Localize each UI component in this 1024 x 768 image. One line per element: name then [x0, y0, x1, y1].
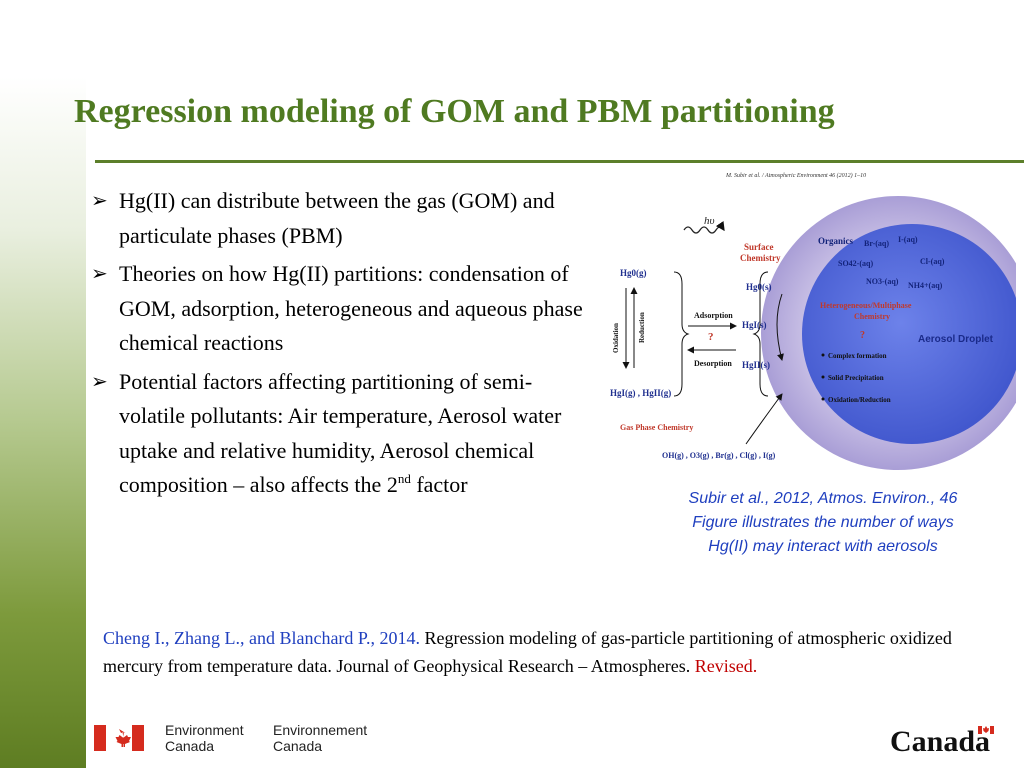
surface-chemistry-label-1: Surface: [744, 242, 774, 252]
chloride-label: Cl-(aq): [920, 257, 945, 266]
bullet-superscript: nd: [397, 471, 411, 486]
hgI-surface-label: HgI(s): [742, 320, 767, 330]
hg0-gas-label: Hg0(g): [620, 268, 647, 278]
reference-authors: Cheng I., Zhang L., and Blanchard P., 20…: [103, 628, 420, 648]
hetero-chem-label-1: Heterogeneous/Multiphase: [820, 301, 912, 310]
department-name-french: Environnement Canada: [273, 722, 367, 754]
hetero-chem-label-2: Chemistry: [854, 312, 890, 321]
oxidants-label: OH(g) , O3(g) , Br(g) , Cl(g) , I(g): [662, 451, 776, 460]
bullet-text: Potential factors affecting partitioning…: [119, 368, 562, 498]
surface-chemistry-label-2: Chemistry: [740, 253, 781, 263]
caption-line: Figure illustrates the number of ways: [692, 514, 954, 531]
iodide-label: I-(aq): [898, 235, 918, 244]
wordmark-flag-bar: [990, 726, 994, 734]
title-divider: [95, 160, 1024, 163]
bullet-item: ➢ Hg(II) can distribute between the gas …: [88, 184, 598, 253]
process-complex-formation: Complex formation: [828, 352, 887, 360]
aerosol-figure: M. Subir et al. / Atmospheric Environmen…: [610, 172, 1016, 470]
process-bullet: [821, 353, 825, 357]
hg0-surface-label: Hg0(s): [746, 282, 772, 292]
bullet-text: Theories on how Hg(II) partitions: conde…: [119, 261, 583, 355]
ammonium-label: NH4+(aq): [908, 281, 943, 290]
figure-caption: Subir et al., 2012, Atmos. Environ., 46 …: [630, 487, 1016, 559]
bullet-item: ➢ Theories on how Hg(II) partitions: con…: [88, 257, 598, 361]
slide-title: Regression modeling of GOM and PBM parti…: [74, 93, 835, 130]
bullet-text: Hg(II) can distribute between the gas (G…: [119, 188, 555, 248]
caption-line: Subir et al., 2012, Atmos. Environ., 46: [688, 490, 958, 507]
department-name-english: Environment Canada: [165, 722, 244, 754]
arrow-bullet-icon: ➢: [91, 263, 108, 285]
photon-label: hυ: [704, 215, 715, 227]
department-line: Canada: [165, 738, 215, 754]
hgI-hgII-gas-label: HgI(g) , HgII(g): [610, 388, 671, 398]
arrow-bullet-icon: ➢: [91, 190, 108, 212]
canada-flag-icon: [94, 725, 144, 751]
hgII-surface-label: HgII(s): [742, 360, 770, 370]
surface-interconversion-arrow: [776, 293, 784, 361]
department-line: Environnement: [273, 722, 368, 738]
aerosol-inner-core: [802, 224, 1016, 444]
nitrate-label: NO3-(aq): [866, 277, 899, 286]
department-line: Environment: [165, 722, 244, 738]
bullet-list: ➢ Hg(II) can distribute between the gas …: [88, 184, 598, 507]
process-bullet: [821, 397, 825, 401]
aerosol-droplet-label: Aerosol Droplet: [918, 334, 994, 345]
arrow-bullet-icon: ➢: [91, 370, 108, 393]
desorption-label: Desorption: [694, 359, 732, 368]
left-brace: [673, 271, 690, 397]
bullet-item: ➢ Potential factors affecting partitioni…: [88, 365, 598, 503]
bullet-text-end: factor: [410, 472, 468, 497]
unknown-mechanism-1: ?: [708, 331, 714, 343]
caption-line: Hg(II) may interact with aerosols: [708, 538, 938, 555]
canada-wordmark-logo: Canada: [890, 725, 994, 756]
right-brace: [752, 271, 769, 397]
department-line: Canada: [273, 738, 323, 754]
gas-to-droplet-arrow: [745, 393, 783, 445]
process-bullet: [821, 375, 825, 379]
sulfate-label: SO42-(aq): [838, 259, 873, 268]
gas-phase-chemistry-label: Gas Phase Chemistry: [620, 423, 693, 432]
adsorption-label: Adsorption: [694, 311, 733, 320]
reference-citation: Cheng I., Zhang L., and Blanchard P., 20…: [103, 624, 993, 680]
wordmark-maple-icon: [983, 726, 989, 733]
wordmark-text: Canada: [890, 725, 990, 756]
organics-label: Organics: [818, 236, 853, 246]
reduction-label: Reduction: [638, 312, 646, 343]
figure-citation-header: M. Subir et al. / Atmospheric Environmen…: [725, 172, 866, 179]
reference-body: Regression modeling of gas-particle part…: [103, 628, 952, 676]
oxidation-label: Oxidation: [612, 323, 620, 353]
sidebar-gradient: [0, 0, 86, 768]
bromide-label: Br-(aq): [864, 239, 889, 248]
wordmark-flag-bar: [978, 726, 982, 734]
photon-wave-icon: [683, 220, 725, 234]
unknown-mechanism-2: ?: [860, 330, 865, 341]
reference-status: Revised.: [694, 656, 758, 676]
process-solid-precipitation: Solid Precipitation: [828, 374, 884, 382]
process-oxidation-reduction: Oxidation/Reduction: [828, 396, 891, 404]
